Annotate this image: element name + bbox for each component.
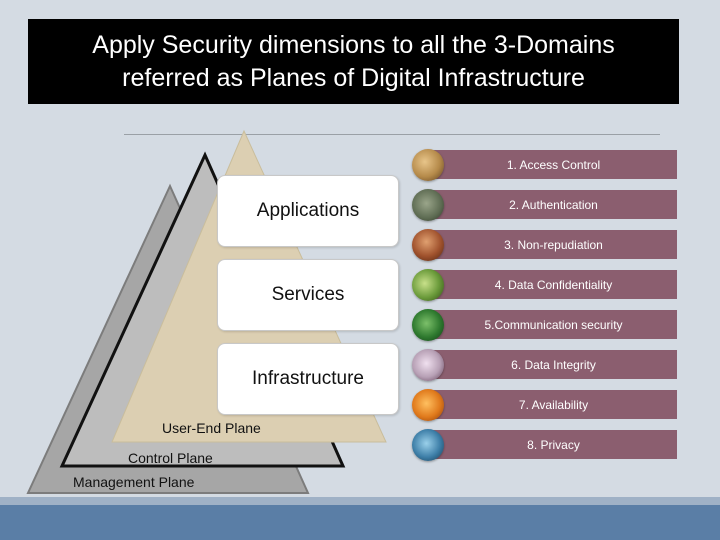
dimension-item: 5.Communication security xyxy=(412,308,677,341)
services-label: Services xyxy=(271,284,345,305)
dimension-item: 2. Authentication xyxy=(412,188,677,221)
clay-pot-icon xyxy=(412,229,444,261)
dimension-bar: 4. Data Confidentiality xyxy=(430,270,677,299)
dimension-item: 3. Non-repudiation xyxy=(412,228,677,261)
user-end-plane-label: User-End Plane xyxy=(162,420,261,436)
dragonfly-icon xyxy=(412,429,444,461)
dimension-bar: 2. Authentication xyxy=(430,190,677,219)
dimension-bar: 8. Privacy xyxy=(430,430,677,459)
dimension-item: 7. Availability xyxy=(412,388,677,421)
title-line-2: referred as Planes of Digital Infrastruc… xyxy=(122,63,585,92)
alligator-icon xyxy=(412,189,444,221)
dimension-item: 8. Privacy xyxy=(412,428,677,461)
orange-flowers-icon xyxy=(412,389,444,421)
green-plant-icon xyxy=(412,309,444,341)
dimension-bar: 6. Data Integrity xyxy=(430,350,677,379)
footer-bar xyxy=(0,505,720,540)
infrastructure-label: Infrastructure xyxy=(252,368,364,389)
management-plane-label: Management Plane xyxy=(73,474,195,490)
title-line-1: Apply Security dimensions to all the 3-D… xyxy=(92,30,615,59)
control-plane-label: Control Plane xyxy=(128,450,213,466)
pink-flowers-icon xyxy=(412,349,444,381)
dimension-item: 6. Data Integrity xyxy=(412,348,677,381)
applications-box: Applications xyxy=(217,175,399,247)
title-banner: Apply Security dimensions to all the 3-D… xyxy=(28,19,679,104)
bronze-sculpture-icon xyxy=(412,149,444,181)
footer-accent-bar xyxy=(0,497,720,505)
applications-label: Applications xyxy=(256,200,360,221)
dimension-bar: 1. Access Control xyxy=(430,150,677,179)
dimension-bar: 3. Non-repudiation xyxy=(430,230,677,259)
dimension-item: 4. Data Confidentiality xyxy=(412,268,677,301)
green-leaf-icon xyxy=(412,269,444,301)
services-box: Services xyxy=(217,259,399,331)
dimension-bar: 5.Communication security xyxy=(430,310,677,339)
infrastructure-box: Infrastructure xyxy=(217,343,399,415)
divider-line xyxy=(124,134,660,135)
dimension-bar: 7. Availability xyxy=(430,390,677,419)
dimension-item: 1. Access Control xyxy=(412,148,677,181)
